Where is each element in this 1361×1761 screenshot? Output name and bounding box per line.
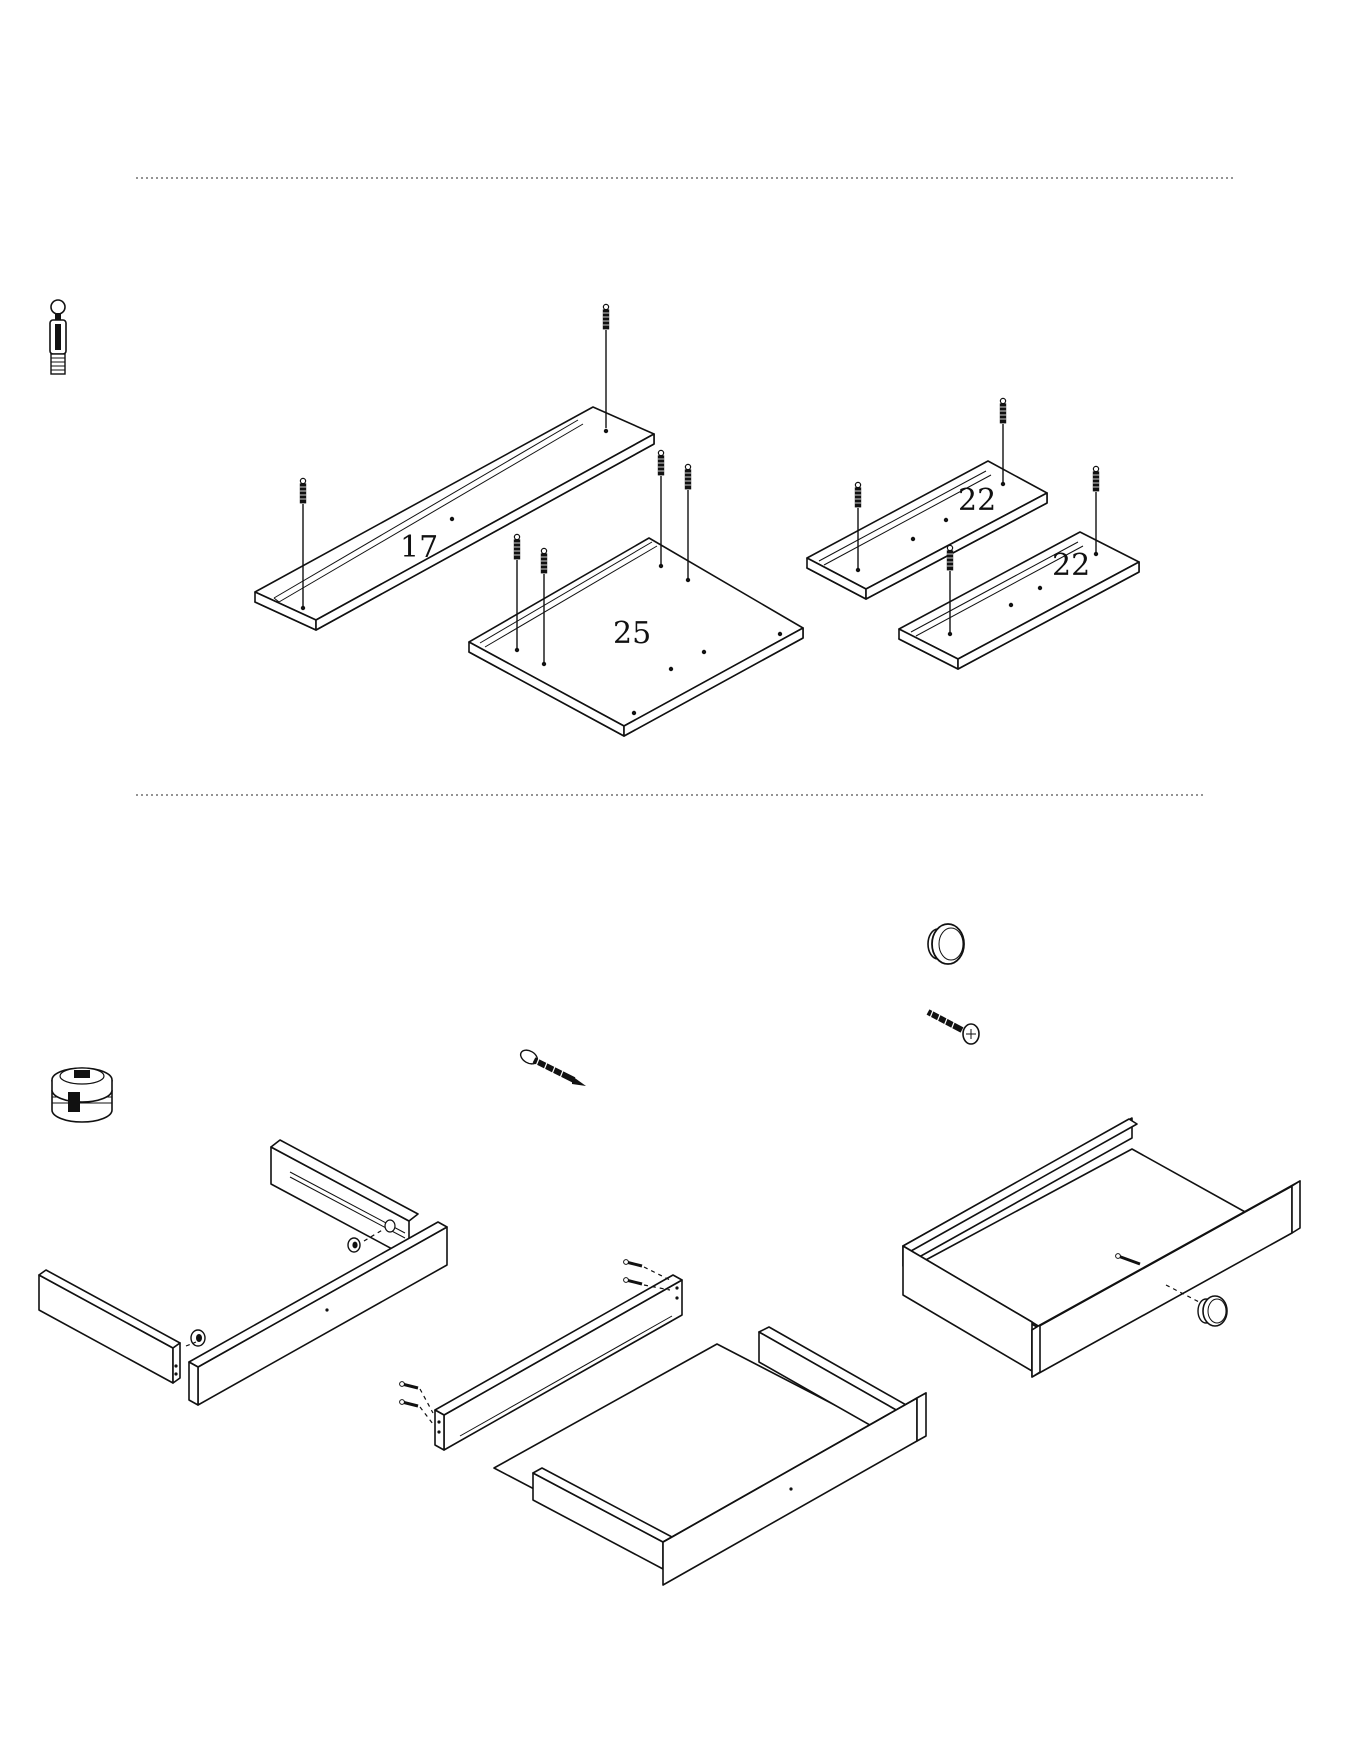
drawer-stage-a: [39, 1140, 447, 1405]
cam-bolt-icon: [50, 300, 66, 374]
part-label-17: 17: [400, 530, 438, 565]
knob-icon: [928, 924, 964, 964]
drawer-stage-c: [903, 1118, 1300, 1377]
part-label-22-lower: 22: [1052, 548, 1090, 583]
part-label-25: 25: [613, 616, 651, 651]
drawer-stage-b: [400, 1260, 926, 1585]
knob-screw-icon: [928, 1008, 979, 1044]
cam-lock-icon: [52, 1068, 112, 1122]
part-label-22-upper: 22: [958, 483, 996, 518]
wood-screw-icon: [518, 1047, 586, 1086]
